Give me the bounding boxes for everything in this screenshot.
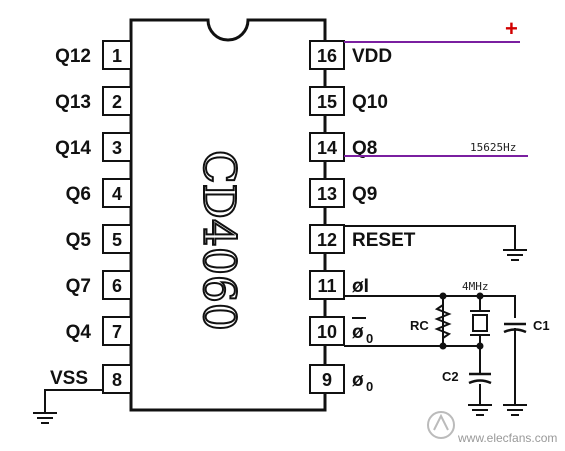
- pin-3: 3 Q14: [55, 132, 132, 162]
- pin-14: 14 Q8: [309, 132, 377, 162]
- svg-text:ø: ø: [352, 370, 364, 391]
- svg-text:15: 15: [317, 92, 337, 112]
- svg-text:3: 3: [112, 138, 122, 158]
- c2-label: C2: [442, 369, 459, 384]
- freq-label: 15625Hz: [470, 141, 516, 154]
- svg-text:Q7: Q7: [66, 276, 91, 297]
- svg-text:11: 11: [317, 276, 336, 296]
- pin-4: 4 Q6: [66, 178, 132, 208]
- svg-text:8: 8: [112, 370, 122, 390]
- right-pins: 16 VDD 15 Q10 14 Q8 13 Q9 12 RESET 11 øI: [309, 40, 416, 394]
- rc-label: RC: [410, 318, 429, 333]
- ic-body: [129, 18, 327, 412]
- reset-ground: [344, 225, 527, 261]
- svg-text:Q9: Q9: [352, 184, 377, 205]
- svg-text:VDD: VDD: [352, 46, 392, 67]
- svg-text:øI: øI: [352, 276, 369, 297]
- pin-16: 16 VDD: [309, 40, 392, 70]
- svg-text:6: 6: [112, 276, 122, 296]
- left-pins: 1 Q12 2 Q13 3 Q14 4 Q6 5 Q5 6 Q7: [50, 40, 132, 394]
- svg-text:7: 7: [112, 322, 122, 342]
- c1-capacitor: [503, 322, 527, 334]
- c2-capacitor: [468, 372, 492, 385]
- svg-text:10: 10: [317, 322, 337, 342]
- pin-2: 2 Q13: [55, 86, 132, 116]
- rc-resistor: [434, 304, 452, 339]
- watermark-logo-icon: [427, 411, 455, 439]
- oscillator-network: [344, 292, 527, 416]
- plus-sign: +: [505, 16, 518, 41]
- svg-text:Q12: Q12: [55, 46, 91, 67]
- svg-text:1: 1: [112, 46, 122, 66]
- svg-text:9: 9: [322, 370, 332, 390]
- pin-10: 10 ø 0: [309, 316, 373, 346]
- watermark: www.elecfans.com: [427, 411, 557, 445]
- pin-9: 9 ø 0: [309, 364, 373, 394]
- chip-name: CD4060: [193, 150, 244, 331]
- pin-11: 11 øI: [309, 270, 369, 300]
- svg-text:Q14: Q14: [55, 138, 91, 159]
- svg-text:VSS: VSS: [50, 368, 88, 389]
- svg-text:Q10: Q10: [352, 92, 388, 113]
- pin-5: 5 Q5: [66, 224, 132, 254]
- vss-ground: [33, 389, 103, 424]
- pin-12: 12 RESET: [309, 224, 416, 254]
- svg-text:www.elecfans.com: www.elecfans.com: [457, 431, 557, 445]
- svg-text:12: 12: [317, 230, 337, 250]
- c1-label: C1: [533, 318, 550, 333]
- pin-8: 8 VSS: [50, 364, 132, 394]
- svg-text:Q6: Q6: [66, 184, 91, 205]
- pin-6: 6 Q7: [66, 270, 132, 300]
- svg-text:Q4: Q4: [66, 322, 92, 343]
- svg-text:4: 4: [112, 184, 122, 204]
- svg-text:RESET: RESET: [352, 230, 416, 251]
- pin10-subscript: 0: [366, 331, 373, 346]
- pin-7: 7 Q4: [66, 316, 132, 346]
- svg-text:2: 2: [112, 92, 122, 112]
- svg-text:Q13: Q13: [55, 92, 91, 113]
- svg-text:ø: ø: [352, 322, 364, 343]
- crystal-label: 4MHz: [462, 280, 489, 293]
- pin-13: 13 Q9: [309, 178, 377, 208]
- svg-text:14: 14: [317, 138, 337, 158]
- pin9-subscript: 0: [366, 379, 373, 394]
- svg-text:Q5: Q5: [66, 230, 92, 251]
- svg-text:16: 16: [317, 46, 337, 66]
- svg-text:Q8: Q8: [352, 138, 377, 159]
- svg-text:13: 13: [317, 184, 337, 204]
- svg-text:5: 5: [112, 230, 122, 250]
- pin-15: 15 Q10: [309, 86, 388, 116]
- crystal-symbol: [470, 310, 490, 336]
- pin-1: 1 Q12: [55, 40, 132, 70]
